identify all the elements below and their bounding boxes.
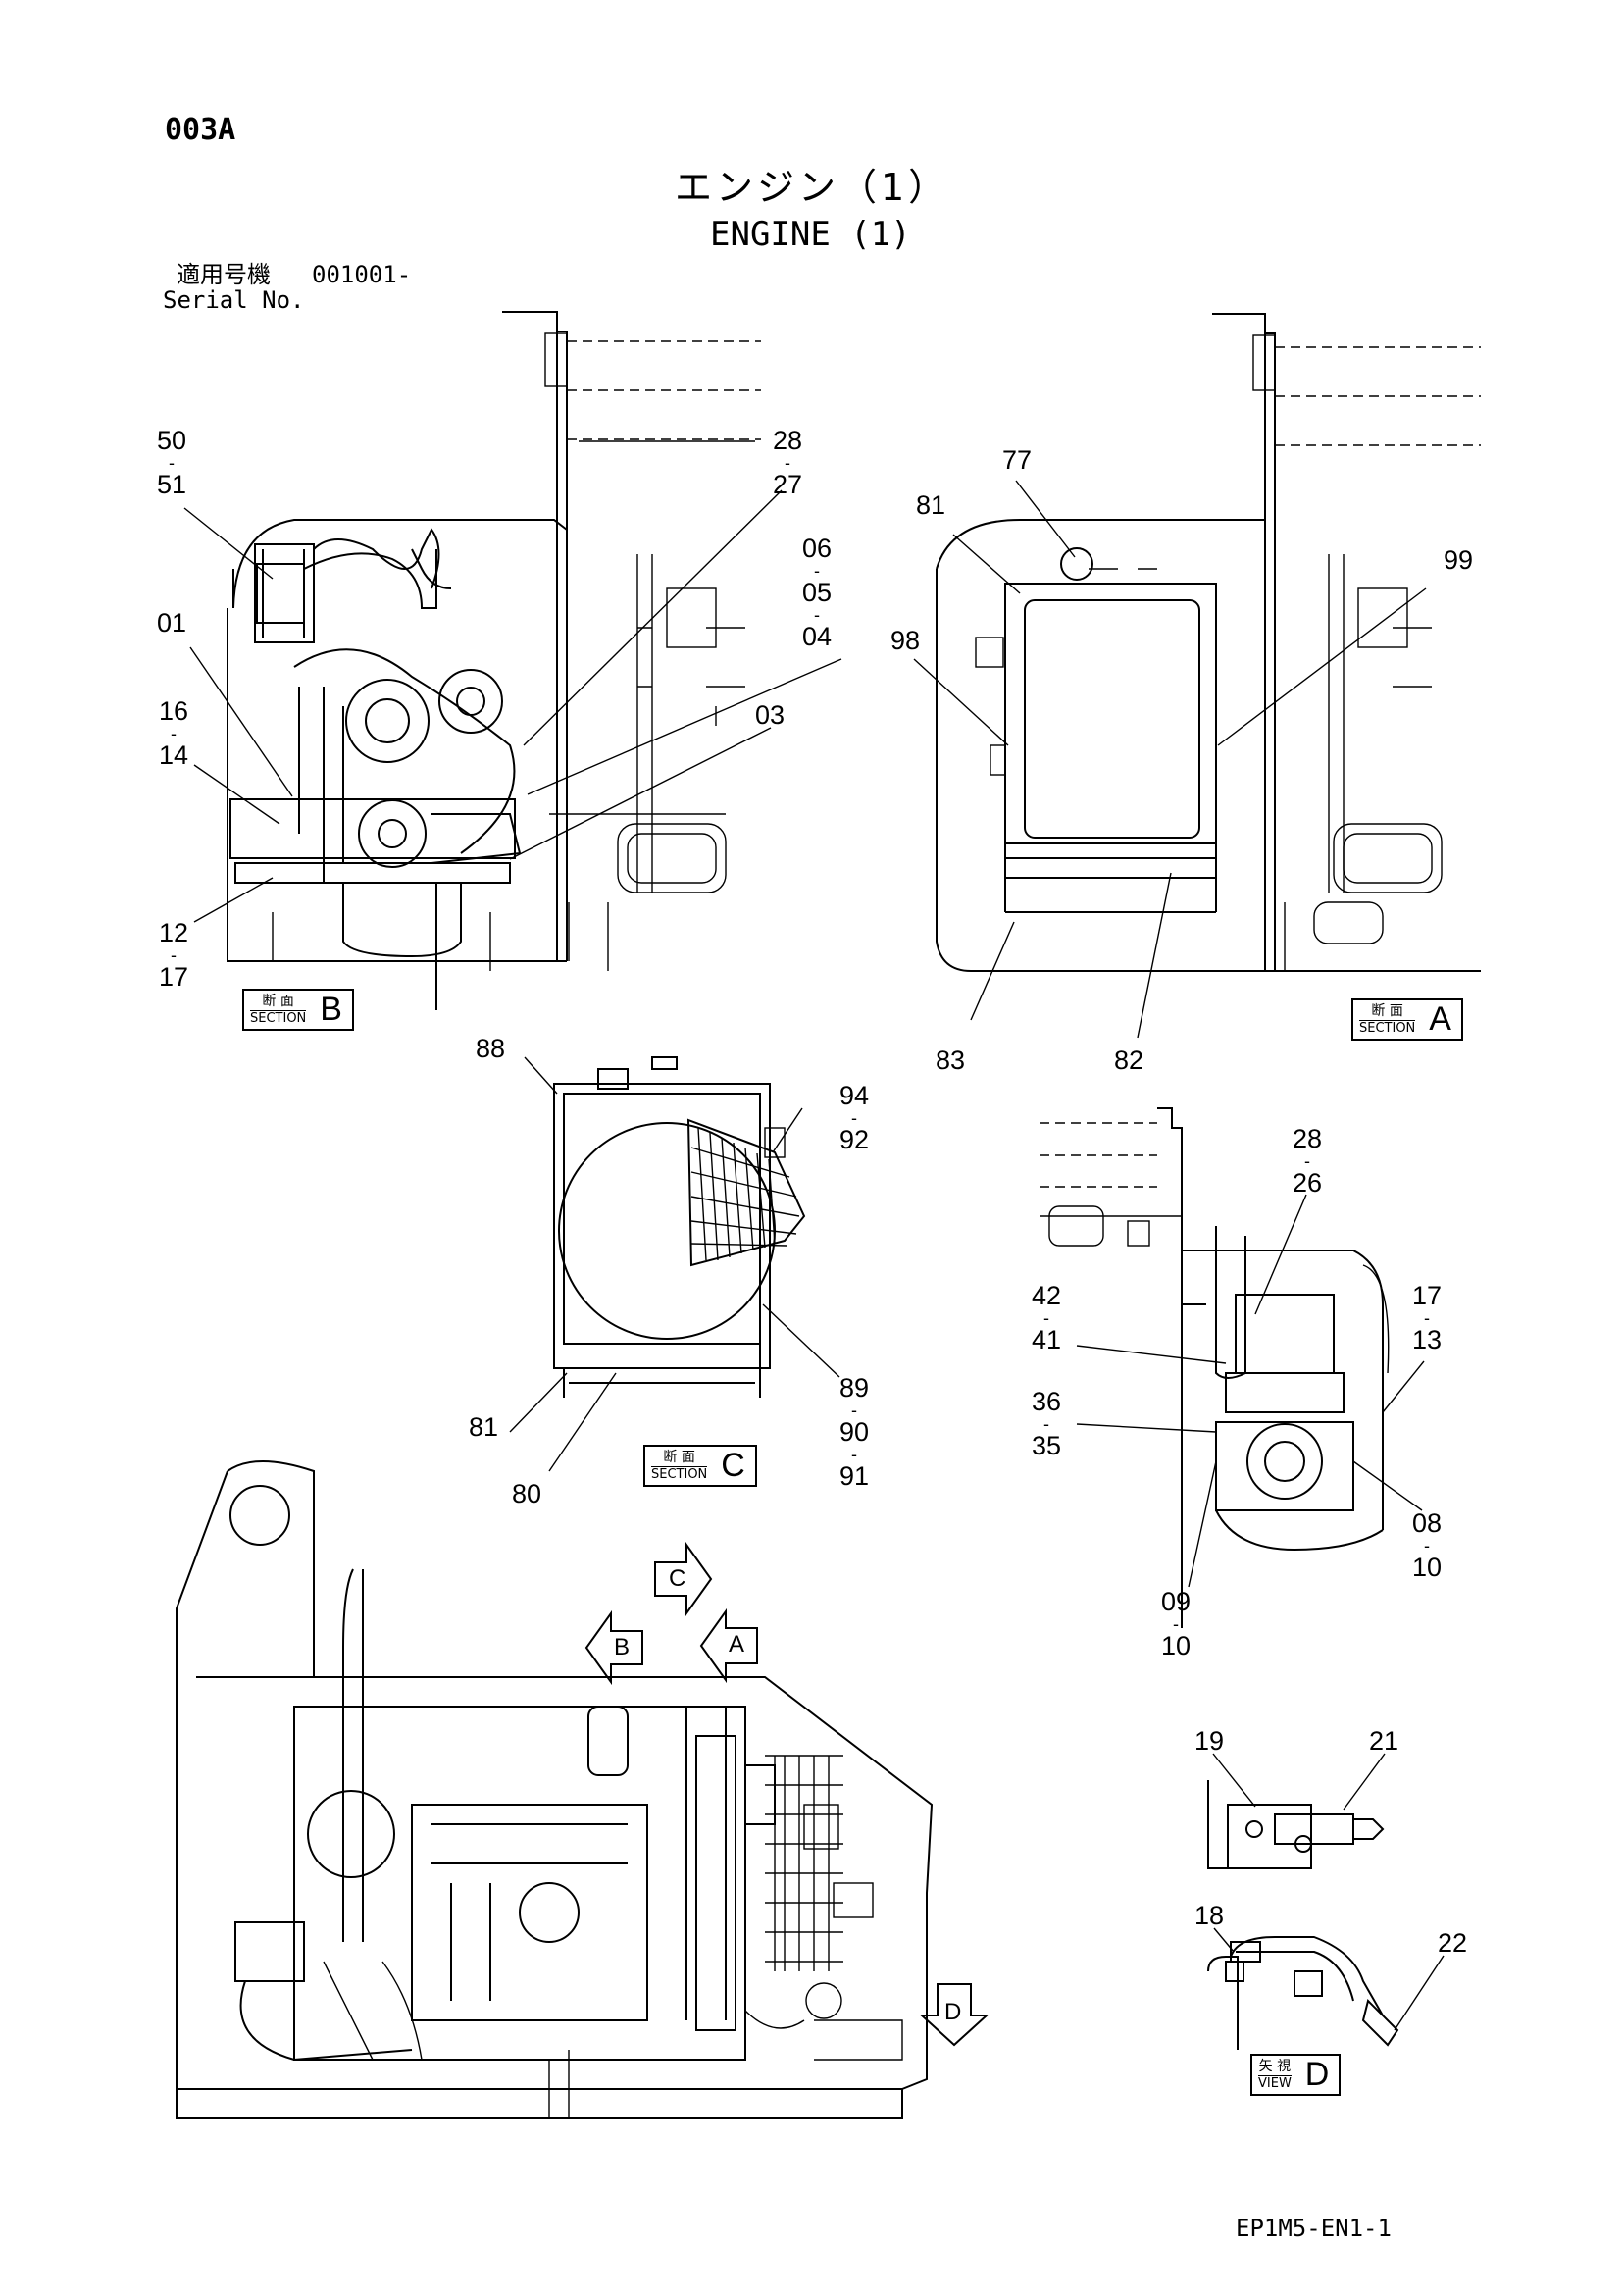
callout-num: 04 bbox=[802, 622, 833, 651]
callout-num: 13 bbox=[1412, 1325, 1443, 1354]
callout-num: 51 bbox=[157, 470, 187, 499]
callout-21: 21 bbox=[1369, 1726, 1399, 1756]
callout-num: 28 bbox=[773, 426, 803, 455]
callout-81-b: 81 bbox=[469, 1412, 499, 1442]
callout-03: 03 bbox=[755, 700, 786, 730]
main-side-view-drawing bbox=[176, 1460, 934, 2119]
view-d-jp: 矢 視 bbox=[1258, 2058, 1292, 2076]
callout-08-10: 08- 10 bbox=[1412, 1508, 1443, 1582]
callout-num: 10 bbox=[1161, 1631, 1192, 1660]
callout-num: 35 bbox=[1032, 1431, 1062, 1460]
view-d-en: VIEW bbox=[1258, 2075, 1292, 2091]
callout-16-14: 16- 14 bbox=[159, 696, 189, 770]
callout-num: 28 bbox=[1293, 1124, 1323, 1153]
title-english: ENGINE (1) bbox=[710, 215, 911, 254]
arrow-c-label: C bbox=[669, 1565, 686, 1592]
callout-28-27: 28- 27 bbox=[773, 426, 803, 499]
callout-num: 36 bbox=[1032, 1387, 1062, 1416]
callout-num: 06 bbox=[802, 534, 833, 563]
arrow-d-label: D bbox=[944, 1999, 962, 2025]
callout-88: 88 bbox=[476, 1034, 506, 1063]
callout-num: 41 bbox=[1032, 1325, 1062, 1354]
section-c-drawing bbox=[553, 1056, 806, 1398]
callout-num: 94 bbox=[839, 1081, 870, 1110]
section-c-en: SECTION bbox=[651, 1466, 708, 1482]
section-c-jp: 断 面 bbox=[651, 1450, 708, 1467]
callout-83: 83 bbox=[936, 1046, 966, 1075]
callout-19: 19 bbox=[1194, 1726, 1225, 1756]
callout-99: 99 bbox=[1444, 545, 1474, 575]
callout-num: 27 bbox=[773, 470, 803, 499]
callout-num: 10 bbox=[1412, 1553, 1443, 1582]
section-c-letter: C bbox=[721, 1447, 745, 1484]
callout-09-10: 09- 10 bbox=[1161, 1587, 1192, 1660]
view-d-letter: D bbox=[1304, 2056, 1330, 2093]
callout-17-13: 17- 13 bbox=[1412, 1281, 1443, 1354]
pump-view-drawing bbox=[1040, 1107, 1390, 1628]
serial-label-japanese: 適用号機 bbox=[177, 261, 271, 288]
callout-num: 17 bbox=[159, 962, 189, 992]
arrow-b-label: B bbox=[614, 1634, 631, 1660]
section-a-en: SECTION bbox=[1359, 1020, 1416, 1036]
callout-num: 08 bbox=[1412, 1508, 1443, 1538]
section-b-jp: 断 面 bbox=[250, 994, 307, 1011]
callout-42-41: 42- 41 bbox=[1032, 1281, 1062, 1354]
callout-12-17: 12- 17 bbox=[159, 918, 189, 992]
callout-36-35: 36- 35 bbox=[1032, 1387, 1062, 1460]
callout-num: 05 bbox=[802, 578, 833, 607]
callout-num: 09 bbox=[1161, 1587, 1192, 1616]
callout-22: 22 bbox=[1438, 1928, 1468, 1958]
section-a-letter: A bbox=[1429, 1000, 1451, 1038]
serial-label-english: Serial No. bbox=[163, 286, 305, 314]
callout-94-92: 94- 92 bbox=[839, 1081, 870, 1154]
callout-98: 98 bbox=[890, 626, 921, 655]
section-a-jp: 断 面 bbox=[1359, 1003, 1416, 1021]
callout-num: 50 bbox=[157, 426, 187, 455]
view-arrows bbox=[584, 1541, 990, 2047]
section-b-letter: B bbox=[320, 991, 342, 1028]
callout-num: 91 bbox=[839, 1461, 870, 1491]
callout-num: 16 bbox=[159, 696, 189, 726]
callout-06-05-04: 06- 05- 04 bbox=[802, 534, 833, 651]
arrow-a-label: A bbox=[729, 1631, 745, 1658]
callout-num: 90 bbox=[839, 1417, 870, 1447]
callout-num: 14 bbox=[159, 740, 189, 770]
callout-num: 89 bbox=[839, 1373, 870, 1403]
callout-num: 42 bbox=[1032, 1281, 1062, 1310]
callout-num: 17 bbox=[1412, 1281, 1443, 1310]
callout-89-90-91: 89- 90- 91 bbox=[839, 1373, 870, 1491]
callout-num: 26 bbox=[1293, 1168, 1323, 1198]
title-japanese: エンジン（1） bbox=[675, 166, 950, 209]
section-a-drawing bbox=[936, 313, 1481, 972]
drawing-code: EP1M5-EN1-1 bbox=[1236, 2215, 1392, 2242]
callout-28-26: 28- 26 bbox=[1293, 1124, 1323, 1198]
callout-num: 12 bbox=[159, 918, 189, 947]
section-b-en: SECTION bbox=[250, 1010, 307, 1026]
callout-82: 82 bbox=[1114, 1046, 1144, 1075]
callout-77: 77 bbox=[1002, 445, 1033, 475]
callout-50-51: 50- 51 bbox=[157, 426, 187, 499]
callout-18: 18 bbox=[1194, 1901, 1225, 1930]
section-b-drawing bbox=[227, 311, 761, 1010]
page-id: 003A bbox=[165, 113, 236, 147]
callout-81-a: 81 bbox=[916, 490, 946, 520]
callout-num: 92 bbox=[839, 1125, 870, 1154]
callout-80: 80 bbox=[512, 1479, 542, 1508]
serial-number-value: 001001- bbox=[312, 261, 412, 288]
callout-01: 01 bbox=[157, 608, 187, 638]
leader-lines bbox=[183, 480, 1445, 2031]
view-d-drawing bbox=[1207, 1780, 1399, 2050]
